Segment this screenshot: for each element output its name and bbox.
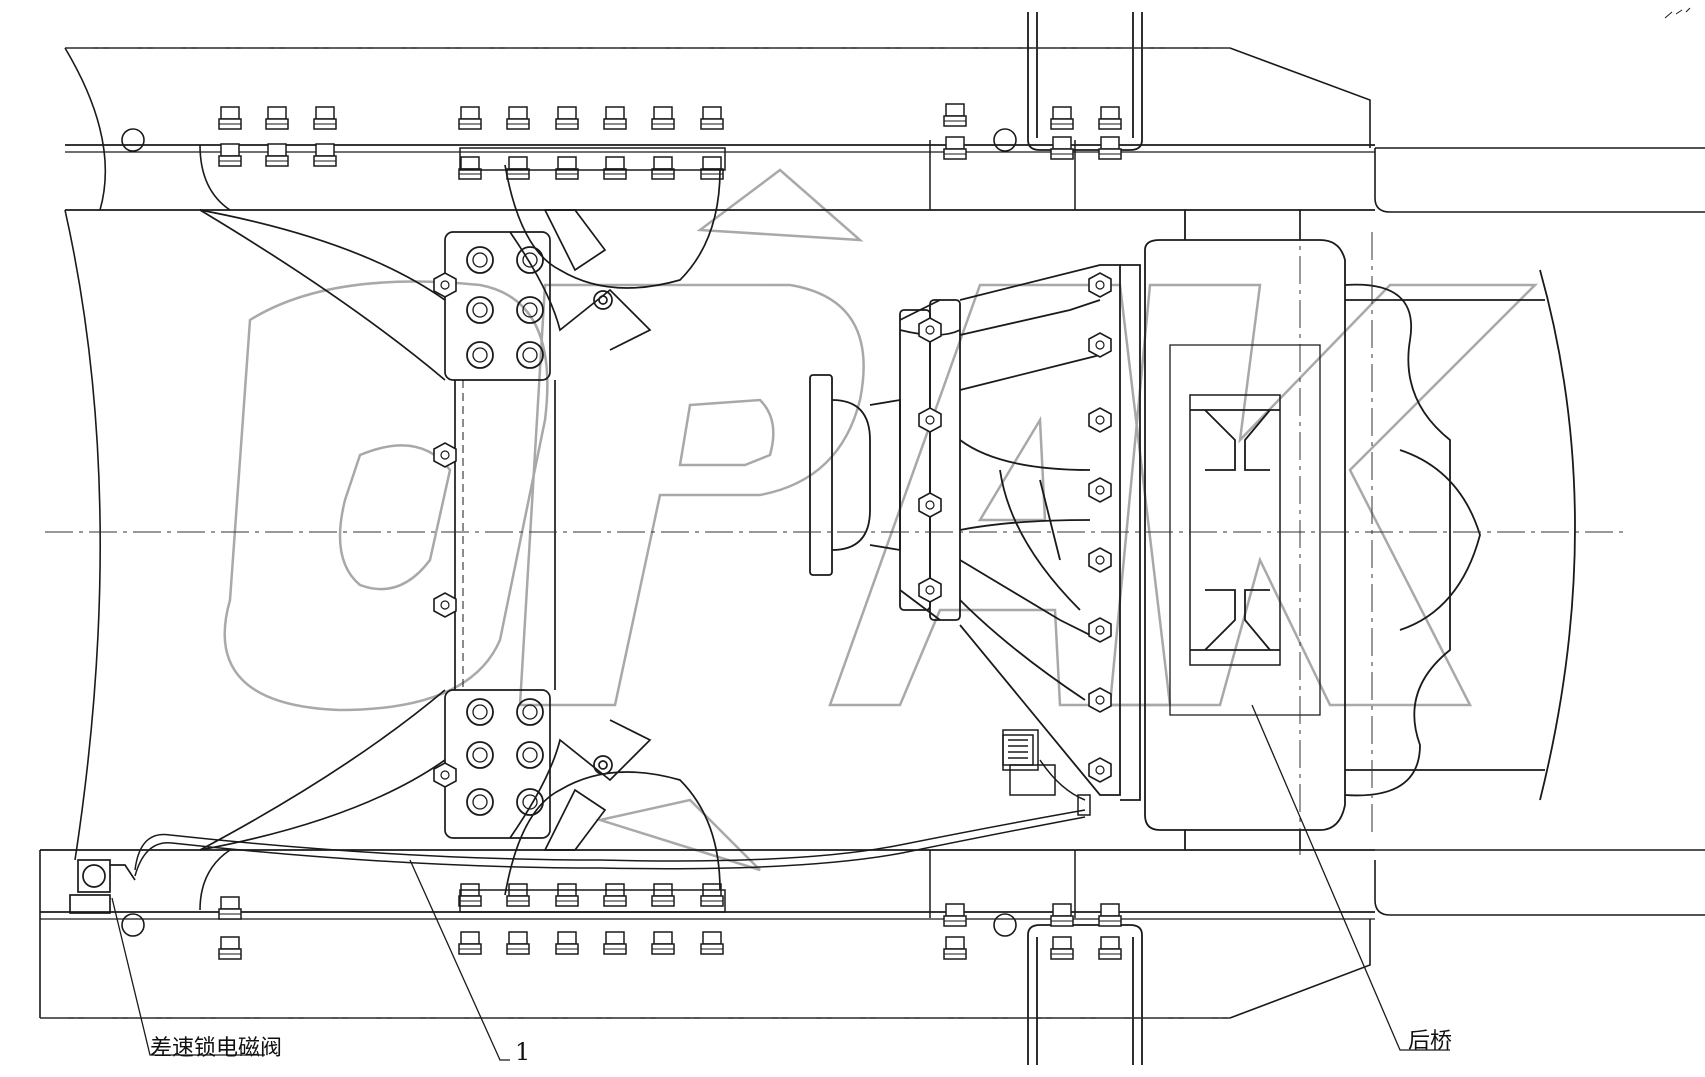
differential-housing xyxy=(809,264,1141,801)
rear-axle-banjo xyxy=(1144,210,1576,850)
top-rail-bolts xyxy=(218,103,1122,180)
rear-axle-label: 后桥 xyxy=(1408,1029,1453,1054)
breather-valve xyxy=(1002,734,1034,766)
watermark xyxy=(223,168,1539,872)
wiring-harness xyxy=(134,729,1091,877)
part-number-label: 1 xyxy=(515,1038,531,1066)
u-bolts xyxy=(1027,12,1143,1065)
leader-lines xyxy=(111,704,1450,1061)
diff-lock-solenoid-label: 差速锁电磁阀 xyxy=(150,1036,283,1061)
frame-rails xyxy=(39,47,1705,1019)
bottom-rail-bolts xyxy=(218,883,1122,960)
rail-clamp-plates xyxy=(459,140,1076,918)
corner-mark xyxy=(1664,7,1691,19)
cross-member xyxy=(199,164,721,896)
center-lines xyxy=(40,47,1625,1019)
diff-lock-solenoid xyxy=(69,859,136,914)
